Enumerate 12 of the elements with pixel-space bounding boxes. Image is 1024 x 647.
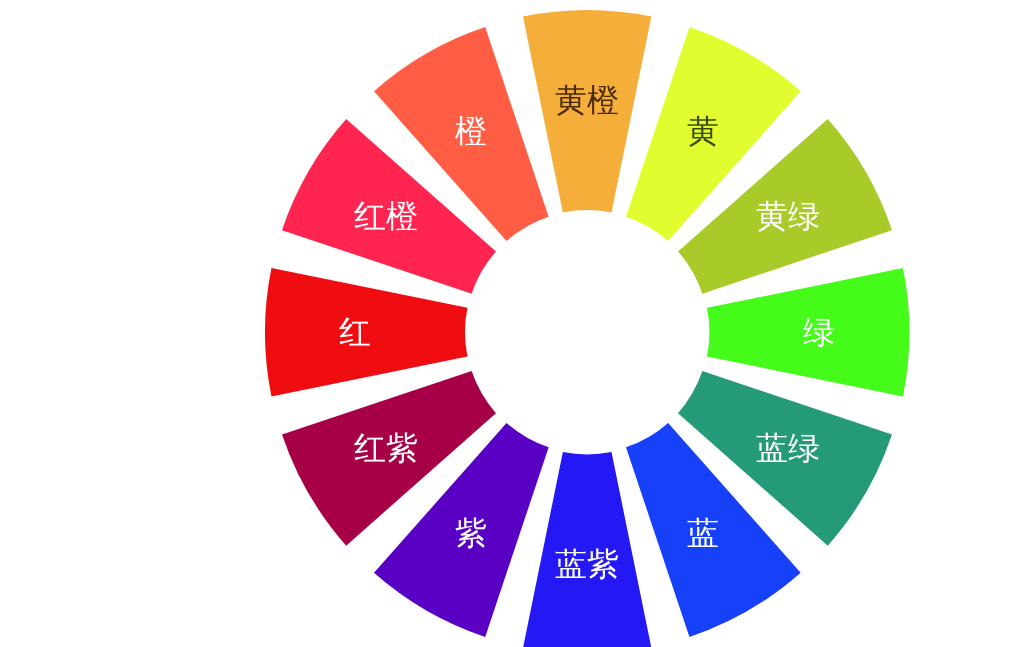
segment-label: 绿 <box>803 316 835 348</box>
segment-label: 蓝 <box>687 516 719 549</box>
segment-label: 黄橙 <box>555 84 619 116</box>
segment-label: 黄绿 <box>755 200 820 232</box>
segment-label: 橙 <box>455 115 487 148</box>
segment-label: 红 <box>339 316 371 348</box>
segment-label: 红紫 <box>354 432 419 464</box>
segment-label: 紫 <box>455 516 487 549</box>
segment-label: 黄 <box>687 115 719 148</box>
segment-label: 蓝紫 <box>555 548 619 580</box>
segment-label: 红橙 <box>354 200 419 232</box>
segment-label: 蓝绿 <box>755 432 820 464</box>
